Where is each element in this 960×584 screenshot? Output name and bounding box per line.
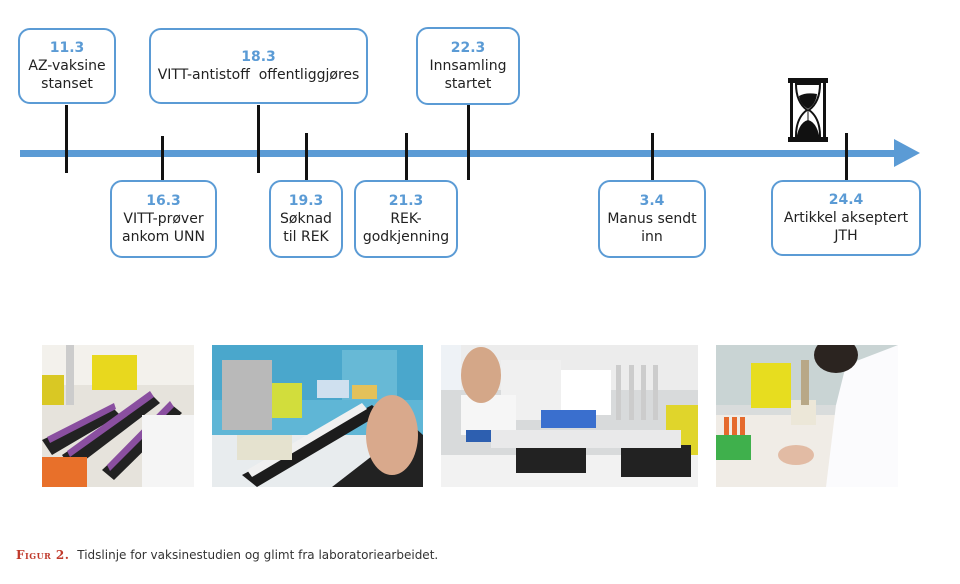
event-box-24-4: 24.4 Artikkel akseptert JTH — [771, 180, 921, 256]
tick-3-4 — [651, 133, 654, 180]
event-box-18-3: 18.3 VITT-antistoff offentliggjøres — [149, 28, 368, 104]
event-date: 18.3 — [241, 49, 276, 65]
tick-21-3 — [405, 133, 408, 180]
tick-22-3 — [467, 105, 470, 180]
pipette-station-photo — [441, 345, 698, 487]
event-label: stanset — [41, 76, 93, 92]
event-box-22-3: 22.3 Innsamling startet — [416, 27, 520, 105]
event-date: 21.3 — [388, 193, 424, 209]
event-date: 3.4 — [639, 193, 665, 209]
hourglass-icon — [788, 78, 828, 142]
event-label: startet — [444, 76, 492, 92]
tick-16-3 — [161, 136, 164, 181]
event-label: Manus sendt — [607, 211, 697, 227]
timeline-axis — [20, 150, 898, 157]
sample-tubes-racks-photo — [42, 345, 194, 487]
event-box-21-3: 21.3 REK- godkjenning — [354, 180, 458, 258]
event-date: 24.4 — [828, 192, 864, 208]
event-label: VITT-prøver — [123, 211, 204, 227]
caption-text: Tidslinje for vaksinestudien og glimt fr… — [77, 548, 439, 562]
event-box-16-3: 16.3 VITT-prøver ankom UNN — [110, 180, 217, 258]
tick-19-3 — [305, 133, 308, 180]
event-date: 22.3 — [450, 40, 486, 56]
event-label: AZ-vaksine — [28, 58, 106, 74]
event-label: godkjenning — [362, 229, 450, 245]
event-label: Artikkel akseptert — [783, 210, 909, 226]
event-label: VITT-antistoff offentliggjøres — [157, 67, 360, 83]
event-label: inn — [641, 229, 663, 245]
event-box-19-3: 19.3 Søknad til REK — [269, 180, 343, 258]
event-box-3-4: 3.4 Manus sendt inn — [598, 180, 706, 258]
tick-18-3 — [257, 105, 260, 173]
event-box-11-3: 11.3 AZ-vaksine stanset — [18, 28, 116, 104]
figure-label: Figur 2. — [16, 548, 70, 562]
event-label: REK- — [390, 211, 422, 227]
event-label: Innsamling — [429, 58, 507, 74]
event-date: 11.3 — [49, 40, 85, 56]
event-label: ankom UNN — [122, 229, 205, 245]
event-date: 19.3 — [288, 193, 324, 209]
event-label: Søknad — [280, 211, 332, 227]
tube-handling-photo — [212, 345, 423, 487]
pipetting-photo — [716, 345, 898, 487]
timeline-arrowhead — [894, 139, 920, 167]
event-date: 16.3 — [146, 193, 181, 209]
event-label: til REK — [283, 229, 329, 245]
event-label: JTH — [834, 228, 858, 244]
tick-24-4 — [845, 133, 848, 180]
tick-11-3 — [65, 105, 68, 173]
figure-caption: Figur 2. Tidslinje for vaksinestudien og… — [16, 548, 438, 562]
